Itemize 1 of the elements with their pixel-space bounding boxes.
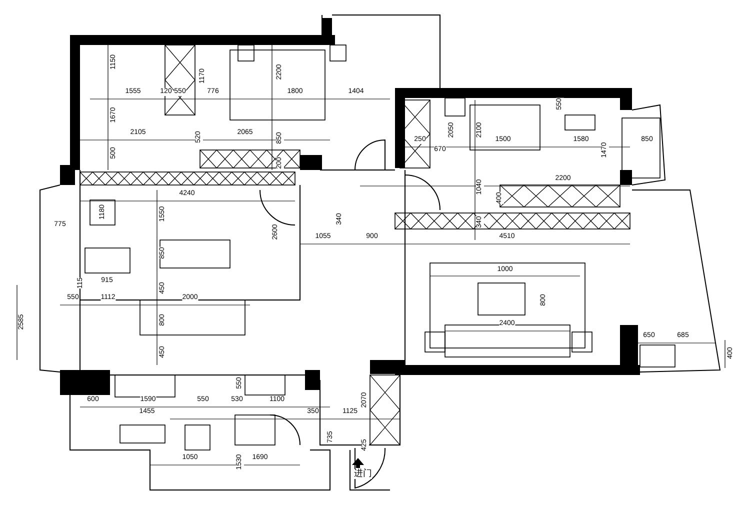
entrance-label: 进门 [354,469,372,479]
